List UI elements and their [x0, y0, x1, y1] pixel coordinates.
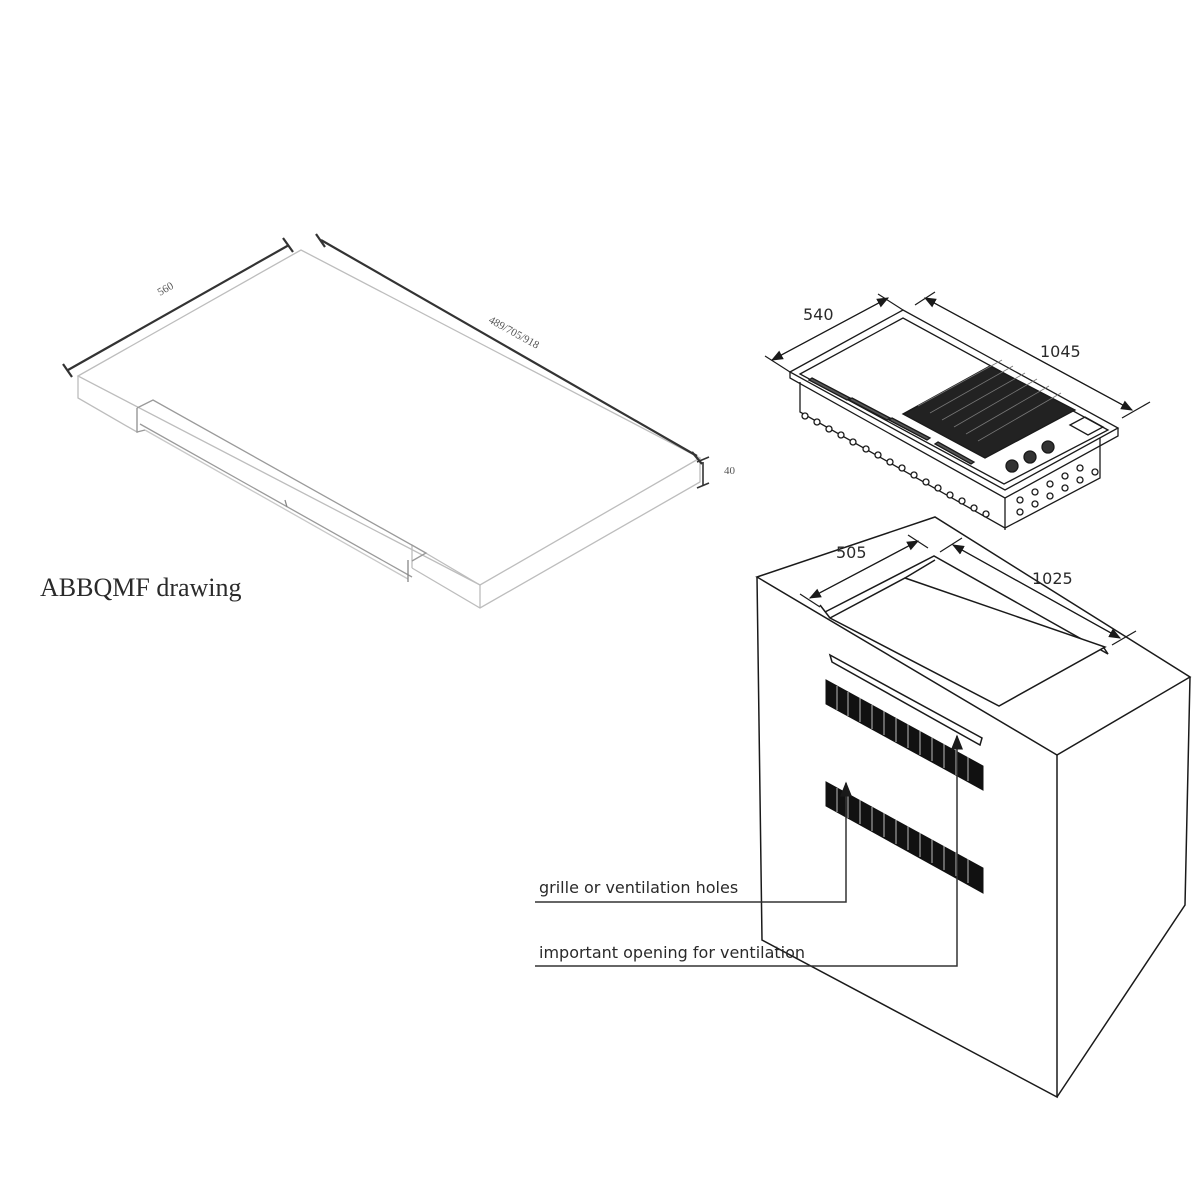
bbq-appliance-drawing: [788, 309, 1120, 530]
abbqmf-panel-drawing: [76, 249, 702, 609]
panel-dimension-lines: [62, 233, 710, 489]
cutout-length-label: 1025: [1032, 569, 1073, 588]
appliance-depth-label: 540: [803, 305, 834, 324]
cabinet-drawing: [755, 516, 1192, 1099]
ventilation-grille-lower: [825, 781, 984, 894]
appliance-dimension-lines: [764, 291, 1151, 419]
panel-thickness-label: 40: [724, 465, 736, 477]
appliance-length-label: 1045: [1040, 342, 1081, 361]
panel-length-label: 489/705/918: [487, 314, 542, 352]
ventilation-grille-upper: [825, 679, 984, 791]
cutout-depth-label: 505: [836, 543, 867, 562]
panel-width-label: 560: [156, 280, 177, 299]
cabinet-dimension-lines: [799, 534, 1137, 646]
opening-callout-label: important opening for ventilation: [539, 943, 805, 962]
drawing-title: ABBQMF drawing: [40, 573, 242, 602]
grille-callout-label: grille or ventilation holes: [539, 878, 738, 897]
callout-leaders: [535, 734, 963, 967]
